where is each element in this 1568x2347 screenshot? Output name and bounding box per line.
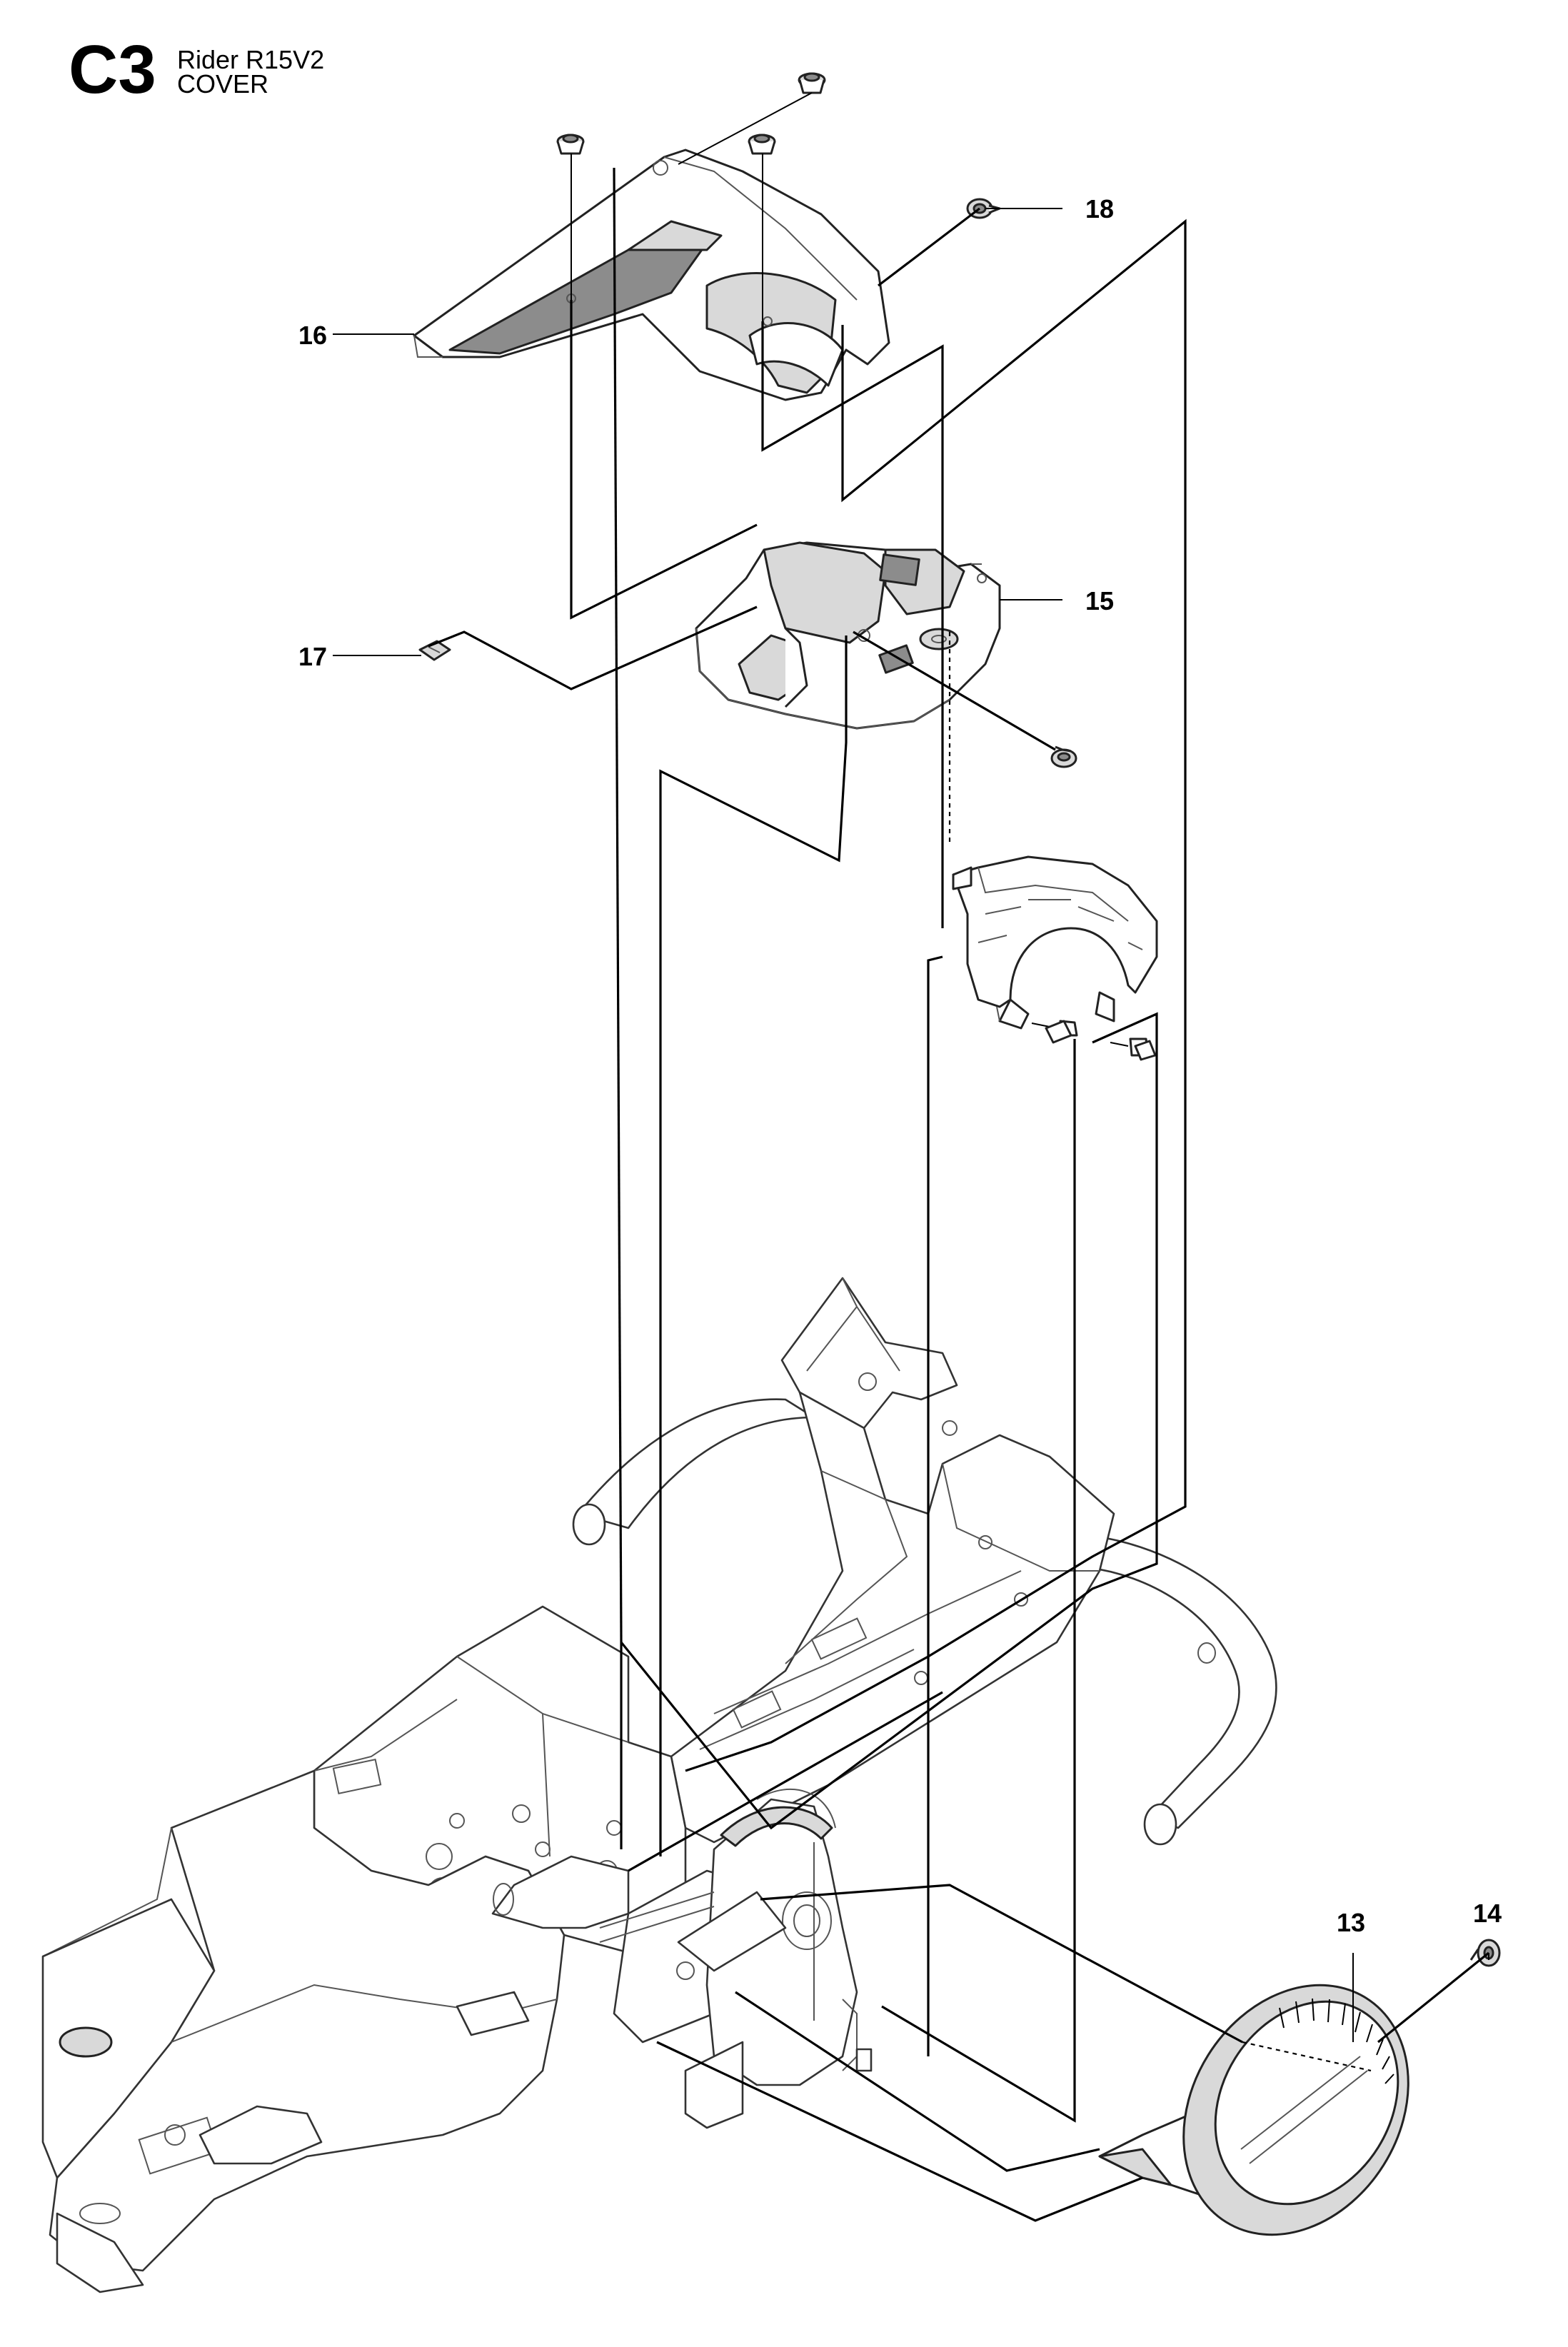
- section-name: COVER: [177, 69, 269, 99]
- part-13-ribs: [1279, 1998, 1394, 2084]
- callout-13: 13: [1337, 1908, 1365, 1937]
- console-screw-icon: [1050, 745, 1077, 768]
- callout-16: 16: [298, 321, 327, 350]
- part-13-steering-cover: [1098, 1984, 1409, 2236]
- part-16-top-cover: [413, 149, 890, 401]
- section-code: C3: [69, 31, 156, 108]
- screw-left-icon: [556, 134, 585, 155]
- bracket-bolt-left-icon: [1045, 1020, 1072, 1044]
- assembly-lines: [428, 92, 1490, 2222]
- callout-leaders: [333, 208, 1489, 2042]
- bracket-bolt-right-icon: [1134, 1040, 1157, 1061]
- chassis-frame: [41, 1277, 1277, 2293]
- screw-top-icon: [798, 72, 826, 94]
- callout-14: 14: [1473, 1899, 1502, 1928]
- part-15-console-cover: [695, 541, 1001, 730]
- callout-15: 15: [1085, 586, 1114, 615]
- model-name: Rider R15V2: [177, 45, 325, 74]
- callout-17: 17: [298, 642, 327, 671]
- screw-right-icon: [748, 134, 776, 155]
- callout-18: 18: [1085, 194, 1114, 223]
- part-14-screw-icon: [1469, 1939, 1501, 1967]
